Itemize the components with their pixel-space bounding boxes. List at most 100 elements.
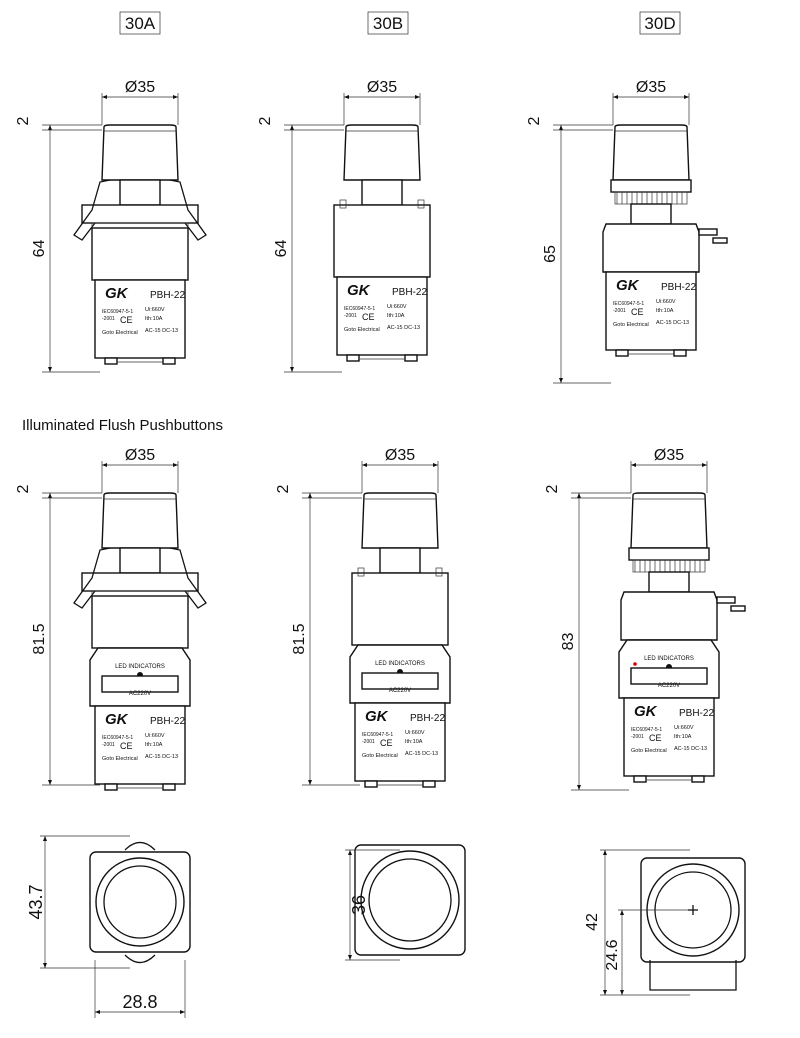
ui-rating: Ui:660V (145, 307, 165, 313)
clip-top (124, 841, 156, 851)
dimension-arrow (290, 125, 294, 130)
ith-rating: Ith:10A (387, 313, 405, 319)
dimension-arrow (433, 463, 438, 467)
utilization-rating: AC-15 DC-13 (674, 746, 707, 752)
ui-rating: Ui:660V (387, 304, 407, 310)
height-label: 64 (31, 240, 48, 258)
foot (162, 357, 176, 365)
dimension-arrow (95, 1010, 100, 1014)
ith-rating: Ith:10A (145, 316, 163, 322)
foot (422, 780, 436, 788)
label-block (354, 702, 446, 782)
cap-height-label: 2 (257, 116, 274, 125)
flange-lip (91, 590, 189, 597)
height-label: 81.5 (31, 623, 48, 654)
diameter-label: Ø35 (654, 447, 684, 464)
gk-logo: GK (634, 703, 658, 720)
led-voltage-label: AC220V (389, 688, 411, 694)
model-label: PBH-22 (410, 713, 445, 724)
button-cap (361, 492, 439, 549)
height-label: 64 (273, 240, 290, 258)
dimension-arrow (362, 463, 367, 467)
mounting-clip (169, 179, 207, 241)
standard-label: IEC60947-5-1 (344, 306, 375, 312)
utilization-rating: AC-15 DC-13 (656, 320, 689, 326)
ce-mark: CE (120, 315, 133, 325)
dimension-arrow (348, 955, 352, 960)
dimension-arrow (290, 367, 294, 372)
dimension-arrow (603, 850, 607, 855)
standard-year: -2001 (631, 734, 644, 740)
dimension-arrow (344, 95, 349, 99)
button-cap (101, 124, 179, 181)
led-indicators-label: LED INDICATORS (375, 661, 425, 667)
maker-label: Goto Electrical (344, 327, 380, 333)
dimension-arrow (348, 850, 352, 855)
dimension-arrow (173, 95, 178, 99)
gk-logo: GK (105, 285, 129, 302)
cap-height-label: 2 (526, 116, 543, 125)
variant-box-30B (367, 11, 409, 35)
height-label: 65 (542, 245, 559, 263)
dimension-arrow (577, 785, 581, 790)
button-cap (612, 124, 690, 181)
stem (630, 203, 672, 225)
stem (119, 179, 161, 206)
gk-logo: GK (347, 282, 371, 299)
foot (615, 349, 629, 357)
diameter-label: Ø35 (367, 79, 397, 96)
variant-box-30D (639, 11, 681, 35)
standard-year: -2001 (362, 739, 375, 745)
front-30b-height-label: 36 (349, 895, 369, 915)
bezel-ring (610, 179, 692, 193)
dimension-arrow (577, 493, 581, 498)
front-30d-terminals (649, 960, 737, 991)
maker-label: Goto Electrical (362, 753, 398, 759)
dimension-arrow (702, 463, 707, 467)
stem (119, 547, 161, 574)
clip (339, 199, 347, 209)
model-label: PBH-22 (661, 282, 696, 293)
standard-label: IEC60947-5-1 (362, 732, 393, 738)
stem (648, 571, 690, 593)
diameter-label: Ø35 (125, 447, 155, 464)
utilization-rating: AC-15 DC-13 (405, 751, 438, 757)
ui-rating: Ui:660V (674, 725, 694, 731)
dimension-arrow (631, 463, 636, 467)
dimension-arrow (603, 990, 607, 995)
terminal-tab (716, 596, 736, 604)
standard-year: -2001 (102, 316, 115, 322)
dimension-arrow (48, 493, 52, 498)
mounting-flange (81, 572, 199, 592)
front-30d-center-label: 24.6 (604, 939, 621, 970)
label-block (94, 279, 186, 359)
standard-label: IEC60947-5-1 (102, 309, 133, 315)
standard-label: IEC60947-5-1 (631, 727, 662, 733)
front-30b-bezel (360, 850, 460, 950)
gk-logo: GK (365, 708, 389, 725)
section-title: Illuminated Flush Pushbuttons (22, 417, 223, 434)
dimension-arrow (308, 493, 312, 498)
contact-housing (620, 591, 718, 641)
contact-block (333, 204, 431, 278)
ce-mark: CE (631, 307, 644, 317)
variant-label-30A: 30A (125, 14, 156, 33)
cap-height-label: 2 (544, 484, 561, 493)
variant-label-30B: 30B (373, 14, 403, 33)
contact-block (91, 595, 189, 649)
dimension-arrow (48, 125, 52, 130)
mounting-clip (169, 547, 207, 609)
dimension-arrow (559, 125, 563, 130)
led-indicators-label: LED INDICATORS (644, 656, 694, 662)
dimension-arrow (173, 463, 178, 467)
grip-ring (632, 559, 706, 573)
diameter-label: Ø35 (385, 447, 415, 464)
ith-rating: Ith:10A (405, 739, 423, 745)
dimension-arrow (620, 990, 624, 995)
cap-height-label: 2 (15, 116, 32, 125)
clip (417, 199, 425, 209)
led-dot (633, 662, 637, 666)
front-30d-height-label: 42 (584, 913, 601, 931)
model-label: PBH-22 (392, 287, 427, 298)
